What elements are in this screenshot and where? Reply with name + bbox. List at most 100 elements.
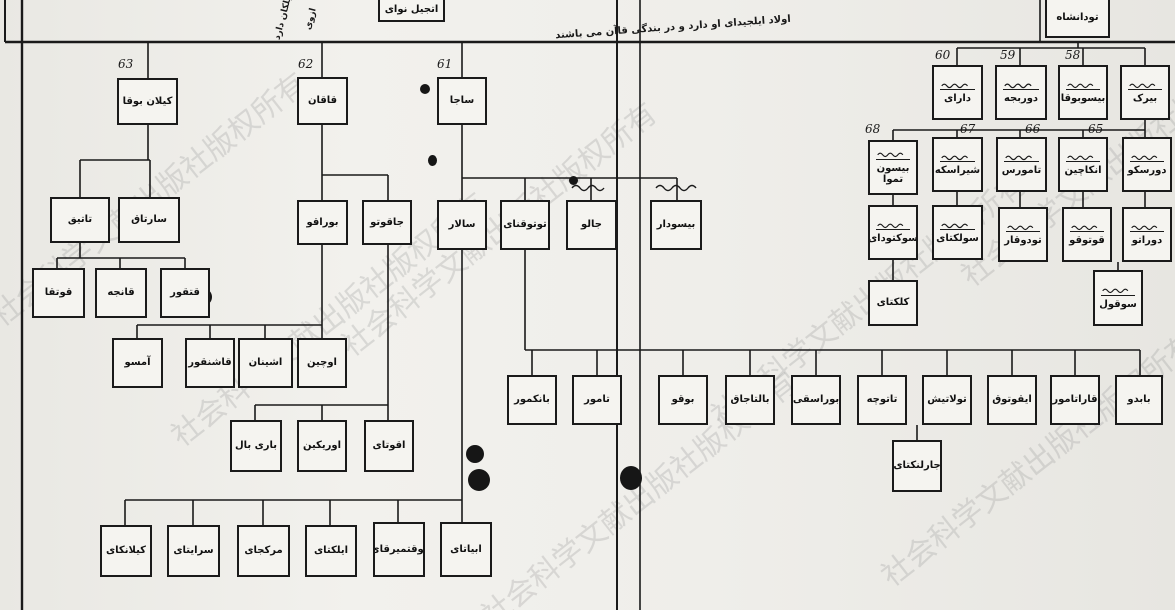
person-name: قاراتامور <box>1052 394 1098 406</box>
person-box: کیلانکای <box>100 525 152 577</box>
person-box: جاقوتو <box>362 200 412 245</box>
top-right-box: تودانشاه <box>1045 0 1110 38</box>
person-name: اشینان <box>248 357 283 369</box>
person-box: مرکجای <box>237 525 290 577</box>
script-mark <box>1004 152 1039 163</box>
person-box: اوچین <box>297 338 347 388</box>
script-mark <box>1101 286 1135 296</box>
person-box: بانکمور <box>507 375 557 425</box>
person-name: تامورس <box>1001 165 1042 177</box>
person-name: تامور <box>584 394 610 406</box>
script-mark <box>940 152 975 163</box>
person-box: بوراسقی <box>791 375 841 425</box>
person-box: سوقول <box>1093 270 1143 326</box>
ink-blot <box>420 84 430 94</box>
person-box: توتوقنای <box>500 200 550 250</box>
script-mark <box>876 220 910 231</box>
person-name: قاقان <box>307 95 338 107</box>
script-mark <box>940 80 975 91</box>
person-box: قانجه <box>95 268 147 318</box>
person-box: تاتیق <box>50 197 110 243</box>
person-name: تودانشاه <box>1056 12 1099 24</box>
person-name: کیلانکای <box>106 545 146 557</box>
person-box: بیرک <box>1120 65 1170 120</box>
generation-number: 58 <box>1065 48 1081 62</box>
person-box: انکاچین <box>1058 137 1108 192</box>
person-box: ایقوتوق <box>987 375 1037 425</box>
person-box: تاتوچه <box>857 375 907 425</box>
person-name: اوریکین <box>302 440 342 452</box>
person-name: دارای <box>944 93 971 105</box>
person-name: بیسودار <box>656 219 696 231</box>
person-box: بالتاجاق <box>725 375 775 425</box>
person-name: دوراتو <box>1131 235 1163 247</box>
person-box: اقوتای <box>364 420 414 472</box>
person-box: سارتاق <box>118 197 180 243</box>
person-box: دوربجه <box>995 65 1047 120</box>
generation-number: 61 <box>437 57 453 71</box>
person-box: کلکتای <box>868 280 918 326</box>
person-name: انکاچین <box>1064 165 1102 177</box>
person-name: ساجا <box>449 95 475 107</box>
person-name: اتجیل نوای <box>384 4 439 16</box>
generation-number: 60 <box>935 48 951 62</box>
person-box: جالو <box>566 200 617 250</box>
person-name: دوربجه <box>1003 93 1039 105</box>
person-name: سالار <box>448 219 476 231</box>
generation-number: 68 <box>865 122 881 136</box>
person-box: سولکتای <box>932 205 983 260</box>
generation-number: 59 <box>1000 48 1016 62</box>
person-box: قوتقا <box>32 268 85 318</box>
ink-blot <box>468 469 490 491</box>
person-box: بوقو <box>658 375 708 425</box>
person-box: ساجا <box>437 77 487 125</box>
person-box: دارای <box>932 65 983 120</box>
person-box: بابدو <box>1115 375 1163 425</box>
script-mark <box>1130 222 1164 233</box>
person-name: باری بال <box>234 440 278 452</box>
person-box: تامورس <box>996 137 1047 192</box>
person-box: آمسو <box>112 338 163 388</box>
person-name: جالو <box>581 219 602 231</box>
script-mark <box>876 150 910 160</box>
person-name: ایلکتای <box>313 545 349 557</box>
person-box: تولاتیش <box>922 375 972 425</box>
person-name: کلکتای <box>876 297 910 309</box>
person-box: بیسوبوقا <box>1058 65 1108 120</box>
generation-number: 65 <box>1088 122 1104 136</box>
person-name: قوتوقو <box>1069 235 1105 247</box>
person-box: تودوقار <box>998 207 1048 262</box>
ink-blot <box>466 445 484 463</box>
person-name: ابیاتای <box>450 543 482 555</box>
script-mark <box>1003 80 1039 91</box>
script-mark <box>1006 222 1040 233</box>
person-name: دورسکو <box>1127 165 1167 177</box>
person-box: بوراقو <box>297 200 348 245</box>
person-name: توقتمیرقای <box>373 543 425 555</box>
person-name: بیرک <box>1132 93 1158 105</box>
person-box: دوراتو <box>1122 207 1172 262</box>
person-name: اقوتای <box>372 440 406 452</box>
person-box: قتقور <box>160 268 210 318</box>
generation-number: 63 <box>118 57 134 71</box>
person-box: کیلان بوقا <box>117 78 178 125</box>
script-mark <box>1130 152 1164 163</box>
person-name: آمسو <box>124 357 151 369</box>
ink-blot <box>428 155 437 166</box>
generation-number: 62 <box>298 57 314 71</box>
person-name: جارلنکتای <box>893 460 941 472</box>
person-name: کیلان بوقا <box>122 95 173 107</box>
person-box: قاقان <box>297 77 348 125</box>
person-box: اشینان <box>238 338 293 388</box>
person-name: بابدو <box>1127 394 1151 406</box>
person-name: تودوقار <box>1004 235 1042 247</box>
person-box: بیسودار <box>650 200 702 250</box>
person-name: مرکجای <box>244 545 283 557</box>
person-name: بوراقو <box>306 216 339 228</box>
person-box: بیسون تموا <box>868 140 918 195</box>
person-box: باری بال <box>230 420 282 472</box>
person-name: تاتیق <box>67 214 93 226</box>
person-name: قتقور <box>170 287 200 299</box>
person-box: سالار <box>437 200 487 250</box>
person-name: قاشنقور <box>188 357 232 369</box>
